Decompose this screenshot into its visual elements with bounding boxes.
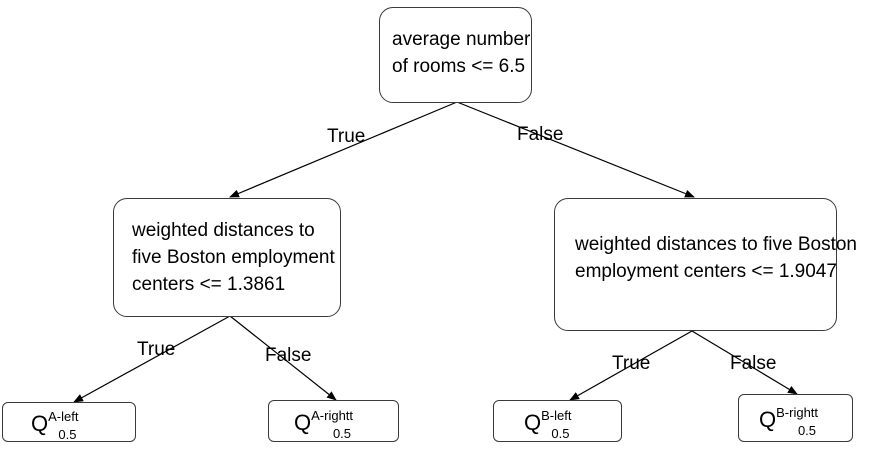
edge-root-left (229, 101, 458, 198)
edge-left-left (73, 315, 231, 403)
leaf-a-right-sub: 0.5 (332, 426, 352, 441)
right-node-line-2: employment centers <= 1.9047 (575, 261, 837, 282)
edge-left-right (229, 315, 337, 401)
leaf-a-right-base: Q (294, 410, 312, 435)
edge-label-root-right: False (517, 124, 564, 145)
leaf-b-left-base: Q (524, 410, 542, 435)
leaf-b-right-sup: B-rightt (776, 405, 819, 420)
left-node-line-1: weighted distances to (132, 220, 315, 241)
edge-right-right (691, 330, 798, 395)
edge-label-left-right: False (265, 345, 312, 366)
leaf-b-left: QB-left 0.5 (493, 400, 622, 442)
root-line-2: of rooms <= 6.5 (392, 56, 526, 77)
leaf-b-left-sup: B-left (541, 408, 572, 423)
edge-label-left-left: True (137, 339, 176, 360)
right-node: weighted distances to five Boston employ… (554, 198, 857, 331)
leaf-b-right-base: Q (759, 407, 777, 432)
right-node-line-1: weighted distances to five Boston (575, 234, 858, 255)
edge-root-right (456, 101, 695, 198)
left-node-line-2: five Boston employment (132, 247, 335, 268)
edge-label-right-right: False (730, 353, 777, 374)
leaf-b-right: QB-rightt 0.5 (738, 394, 853, 442)
root-node: average number of rooms <= 6.5 (379, 7, 532, 103)
leaf-a-left-sub: 0.5 (58, 427, 77, 442)
edge-right-left (569, 330, 693, 401)
edge-label-root-left: True (327, 126, 366, 147)
left-node-line-3: centers <= 1.3861 (132, 274, 286, 295)
left-node: weighted distances to five Boston employ… (113, 198, 341, 317)
leaf-a-right-sup: A-rightt (311, 408, 354, 423)
leaf-a-left-base: Q (31, 411, 49, 436)
leaf-b-left-sub: 0.5 (551, 426, 570, 441)
leaf-a-right: QA-rightt 0.5 (268, 400, 399, 442)
root-line-1: average number (392, 29, 531, 50)
leaf-a-left-sup: A-left (48, 409, 79, 424)
leaf-b-right-sub: 0.5 (797, 423, 817, 438)
edge-label-right-left: True (612, 353, 651, 374)
leaf-a-left: QA-left 0.5 (2, 402, 136, 442)
